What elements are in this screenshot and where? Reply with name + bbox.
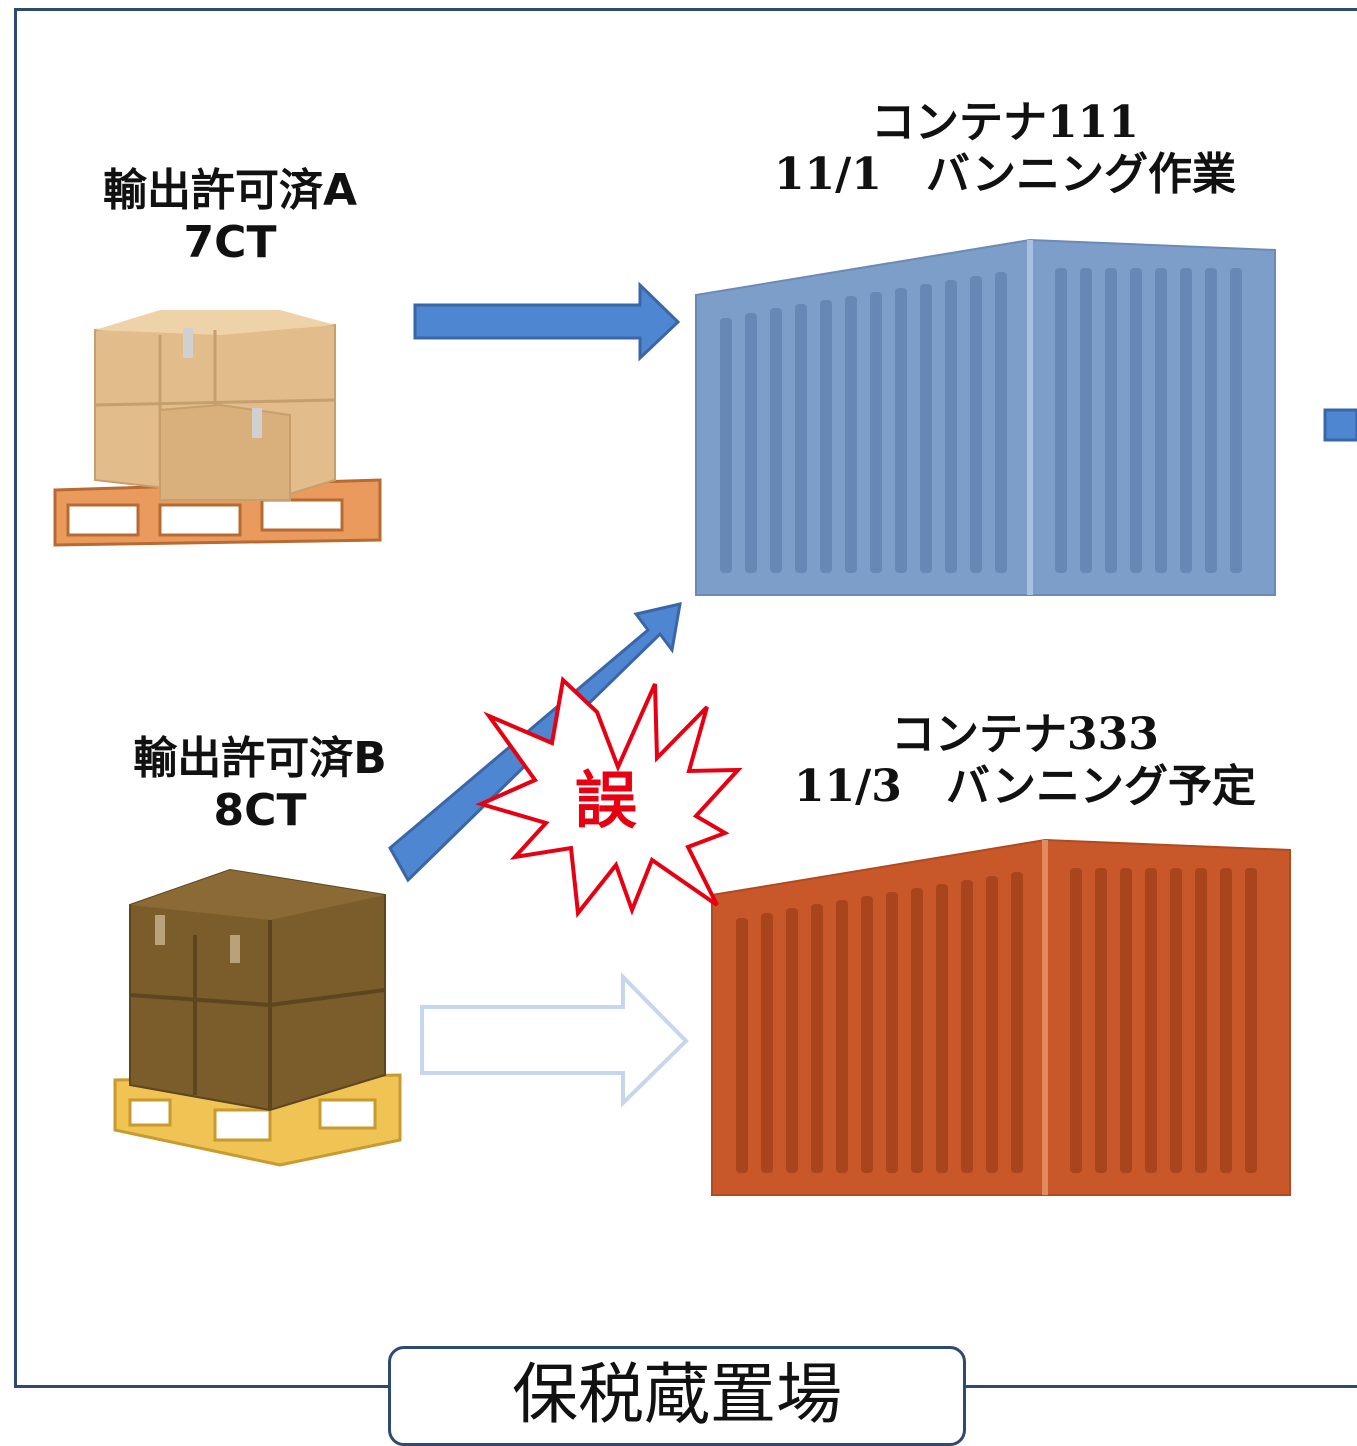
- container-333-name: コンテナ333: [891, 709, 1159, 760]
- container-333-schedule: 11/3 バンニング予定: [793, 760, 1257, 812]
- frame-left: [14, 8, 17, 1388]
- container-111-name: コンテナ111: [871, 97, 1139, 148]
- container-111-schedule: 11/1 バンニング作業: [773, 148, 1237, 200]
- container-333-icon: [711, 838, 1291, 1196]
- frame-bottom-left: [14, 1385, 390, 1388]
- error-burst-icon: [475, 676, 743, 919]
- cargo-b-name: 輸出許可済B: [133, 733, 387, 784]
- cargo-b-icon: [113, 868, 402, 1167]
- cargo-b-label: 輸出許可済B 8CT: [90, 733, 430, 837]
- arrow-b-to-333-intended: [420, 972, 689, 1108]
- frame-bottom-right: [965, 1385, 1357, 1388]
- cargo-b-quantity: 8CT: [213, 784, 307, 836]
- container-111-ribs: [720, 268, 1242, 573]
- arrow-a-to-111: [413, 281, 681, 362]
- arrow-offscreen-right: [1323, 408, 1357, 442]
- frame-top: [14, 8, 1357, 11]
- cargo-a-name: 輸出許可済A: [102, 165, 358, 216]
- container-333-ribs: [736, 868, 1257, 1173]
- container-111-label: コンテナ111 11/1 バンニング作業: [720, 97, 1290, 201]
- cargo-a-icon: [53, 310, 382, 547]
- cargo-a-label: 輸出許可済A 7CT: [60, 165, 400, 269]
- error-mark-text: 誤: [575, 764, 637, 837]
- area-title-box: 保税蔵置場: [388, 1346, 966, 1446]
- container-333-label: コンテナ333 11/3 バンニング予定: [740, 709, 1310, 813]
- container-111-icon: [695, 238, 1276, 596]
- cargo-a-quantity: 7CT: [183, 216, 277, 268]
- area-title: 保税蔵置場: [512, 1356, 842, 1433]
